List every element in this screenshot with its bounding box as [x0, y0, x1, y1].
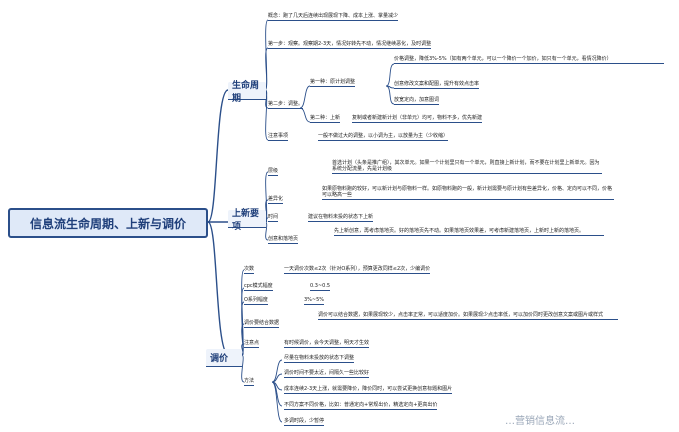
pricing-caution: 有时候调价，会今天调整，明天才生效 — [284, 340, 370, 348]
pricing-method-1: 尽量在物料未投放的状态下调整 — [284, 355, 355, 363]
lifecycle-targeting: 放宽定向，加意图词 — [394, 97, 440, 105]
launch-time: 建议在物料未投的状态下上新 — [308, 214, 374, 222]
lifecycle-notes: 一般不做过大的调整，以小调为主，以放量为主（少收缩） — [318, 133, 449, 141]
root-node: 信息流生命周期、上新与调价 — [8, 208, 208, 238]
pricing-method-5: 多调时段，少暂停 — [284, 418, 325, 426]
lifecycle-notes-label: 注意事项 — [268, 133, 289, 141]
launch-diff: 如果原物料跑的较好，可以新计划与原物料一样。如原物料跑的一般，新计划需要与原计划… — [322, 186, 614, 200]
pricing-method-3: 成本连续2-3天上涨，就需要降价，降价同时，可以尝试更换创意标题和图片 — [284, 386, 453, 394]
launch-time-label: 时间 — [268, 214, 279, 222]
launch-page: 先上新创意，再考虑落地页。好的落地页先不动。如果落地页效果差，可考虑新建落地页，… — [334, 228, 604, 236]
pricing-method-4: 不同方案不同价格，比如：普通定向+常规出价，精选定向+更高出价 — [284, 402, 438, 410]
pricing-method-label: 方法 — [244, 378, 255, 386]
pricing-caution-label: 注意点 — [244, 340, 260, 348]
pricing-cpc: 0.3~0.5 — [310, 283, 331, 291]
pricing-method-2: 调价时间不要太近，间隔久一些比较好 — [284, 370, 370, 378]
launch-budget: 首选计划（头条是推广组），其次单元。如果一个计划里只有一个单元，则直接上新计划，… — [332, 160, 602, 174]
link-root-lifecycle — [207, 89, 229, 223]
pricing-basis-label: 调价要结合数据 — [244, 320, 280, 328]
lifecycle-step1: 第一步：观察。观察期2-3天，情况好转先不动，情况继续恶化，及时调整 — [268, 41, 432, 49]
link-root-pricing — [207, 221, 229, 356]
pricing-ocpc: 3%~5% — [304, 297, 325, 305]
pricing-basis: 调价可以结合数据，如果展现较少，点击率正常，可以适度加价。如果展现少点击率低，可… — [318, 312, 618, 320]
branch-launch: 上新要项 — [228, 209, 266, 232]
launch-diff-label: 差异化 — [268, 196, 284, 204]
lifecycle-concept: 概念：跑了几天后连续出现展现下降、成本上涨、掌量减少 — [268, 13, 399, 21]
branch-pricing: 调价 — [206, 349, 242, 367]
launch-page-label: 创意和落地页 — [268, 236, 299, 244]
lifecycle-step2: 第二步：调整。 — [268, 101, 304, 109]
lifecycle-price: 价格调整，降低3%-5%（如有两个单元，可以一个降价一个加价，如只有一个单元，看… — [394, 56, 664, 64]
lifecycle-creative: 创意修改文案和配图，提升有效点击率 — [394, 81, 480, 89]
pricing-cpc-label: cpc模式幅度 — [244, 283, 273, 291]
branch-lifecycle: 生命周期 — [228, 81, 266, 104]
lifecycle-relaunch: 复制或者新建新计划（非单元）均可，物料不多，优先新建 — [352, 115, 483, 123]
launch-budget-label: 层级 — [268, 168, 279, 176]
pricing-ocpc-label: O系列幅度 — [244, 297, 268, 305]
pricing-times: 一天调价次数≤2次（针对O系列），预算更改同样≤2次，少编调价 — [284, 266, 431, 274]
watermark: …营销信息流… — [505, 416, 575, 427]
pricing-times-label: 次数 — [244, 266, 255, 274]
lifecycle-method1: 第一种：原计划调整 — [310, 79, 356, 87]
lifecycle-method2: 第二种：上新 — [310, 115, 341, 123]
